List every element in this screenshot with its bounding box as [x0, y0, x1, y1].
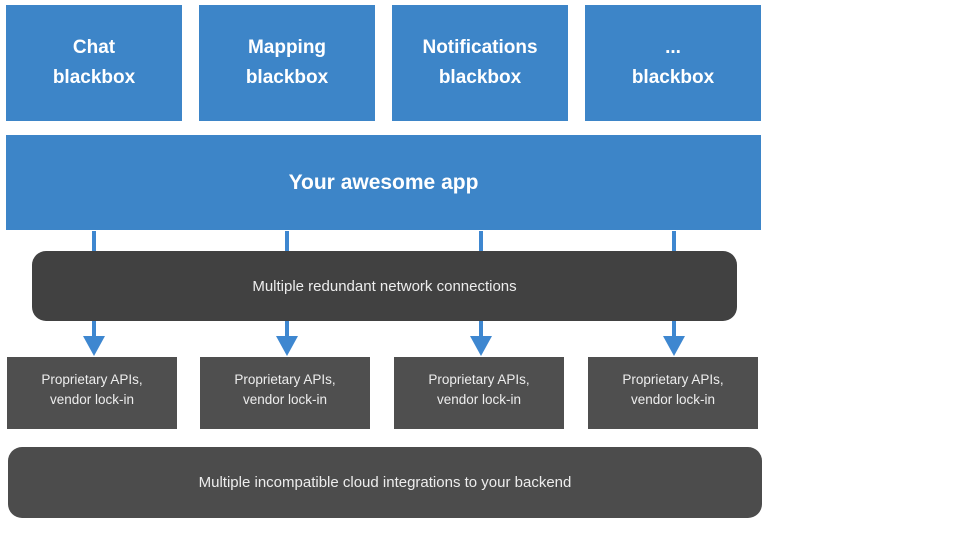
- other-blackbox-label-line1: ...: [665, 37, 681, 58]
- arrow-line-lower: [672, 321, 676, 338]
- proprietary-api-node: Proprietary APIs, vendor lock-in: [394, 357, 564, 429]
- arrow-head: [276, 336, 298, 356]
- redundant-network-connections-node: Multiple redundant network connections: [32, 251, 737, 321]
- arrow-line-lower: [479, 321, 483, 338]
- arrow-line-upper: [672, 231, 676, 251]
- mapping-blackbox-label-line1: Mapping: [247, 37, 327, 58]
- proprietary-api-node: Proprietary APIs, vendor lock-in: [7, 357, 177, 429]
- chat-blackbox-label-line1: Chat: [72, 37, 116, 58]
- arrow-line-upper: [479, 231, 483, 251]
- proprietary-api-label-line1: Proprietary APIs,: [428, 372, 530, 387]
- other-blackbox-node: ... blackbox: [585, 5, 761, 121]
- notifications-blackbox-label-line1: Notifications: [422, 37, 538, 58]
- chat-blackbox-node: Chat blackbox: [6, 5, 182, 121]
- arrow-head: [83, 336, 105, 356]
- proprietary-api-label-line1: Proprietary APIs,: [41, 372, 143, 387]
- proprietary-api-label-line2: vendor lock-in: [436, 392, 522, 407]
- proprietary-api-label-line1: Proprietary APIs,: [234, 372, 336, 387]
- chat-blackbox-label-line2: blackbox: [52, 67, 136, 88]
- proprietary-api-label-line1: Proprietary APIs,: [622, 372, 724, 387]
- proprietary-api-label-line2: vendor lock-in: [49, 392, 135, 407]
- your-awesome-app-node: Your awesome app: [6, 135, 761, 230]
- cloud-integrations-backend-label: Multiple incompatible cloud integrations…: [198, 474, 572, 491]
- your-awesome-app-label: Your awesome app: [288, 170, 479, 194]
- arrow-head: [470, 336, 492, 356]
- arrow-line-lower: [92, 321, 96, 338]
- proprietary-api-node: Proprietary APIs, vendor lock-in: [588, 357, 758, 429]
- proprietary-api-label-line2: vendor lock-in: [630, 392, 716, 407]
- arrow-line-upper: [92, 231, 96, 251]
- mapping-blackbox-label-line2: blackbox: [245, 67, 329, 88]
- arrow-head: [663, 336, 685, 356]
- proprietary-api-node: Proprietary APIs, vendor lock-in: [200, 357, 370, 429]
- notifications-blackbox-label-line2: blackbox: [438, 67, 522, 88]
- other-blackbox-label-line2: blackbox: [631, 67, 715, 88]
- redundant-network-connections-label: Multiple redundant network connections: [252, 277, 517, 295]
- mapping-blackbox-node: Mapping blackbox: [199, 5, 375, 121]
- cloud-integrations-backend-node: Multiple incompatible cloud integrations…: [8, 447, 762, 518]
- arrow-line-upper: [285, 231, 289, 251]
- arrow-line-lower: [285, 321, 289, 338]
- notifications-blackbox-node: Notifications blackbox: [392, 5, 568, 121]
- proprietary-api-label-line2: vendor lock-in: [242, 392, 328, 407]
